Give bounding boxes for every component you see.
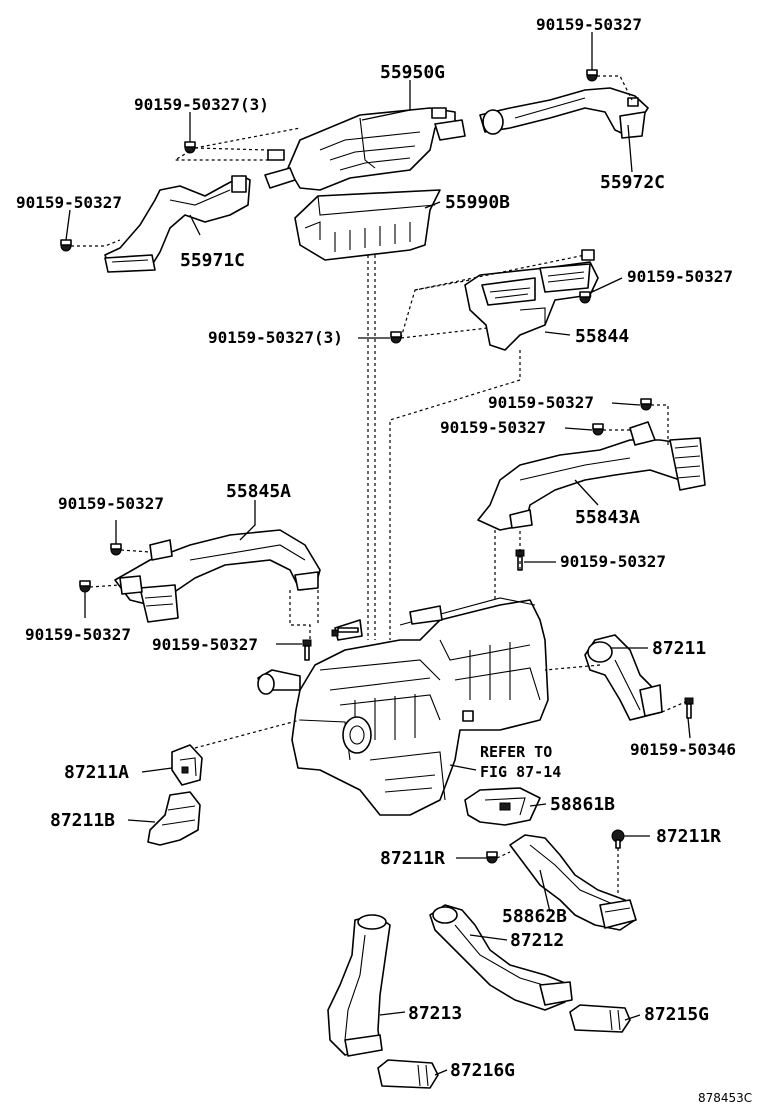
- label-90159-50327-l2: 90159-50327: [58, 494, 164, 513]
- label-87211B: 87211B: [50, 810, 115, 831]
- part-87213[interactable]: [327, 914, 391, 1057]
- part-55972C[interactable]: [479, 87, 649, 139]
- label-55971C: 55971C: [180, 250, 245, 271]
- leader-lines: [65, 32, 691, 1076]
- bolt-icon: [611, 829, 625, 849]
- label-58862B: 58862B: [502, 906, 567, 927]
- label-55844: 55844: [575, 326, 629, 347]
- label-90159-50327-3-mid: 90159-50327(3): [208, 328, 343, 347]
- bolt-icon: [110, 543, 122, 556]
- label-87211R-right: 87211R: [656, 826, 721, 847]
- label-55990B: 55990B: [445, 192, 510, 213]
- label-90159-50346: 90159-50346: [630, 740, 736, 759]
- label-87215G: 87215G: [644, 1004, 709, 1025]
- part-87211A[interactable]: [171, 744, 203, 786]
- label-55950G: 55950G: [380, 62, 445, 83]
- bolt-icon: [486, 851, 498, 864]
- part-55971C[interactable]: [104, 175, 251, 273]
- part-58861B[interactable]: [464, 787, 541, 826]
- label-55845A: 55845A: [226, 481, 291, 502]
- label-87213: 87213: [408, 1003, 462, 1024]
- label-87211: 87211: [652, 638, 706, 659]
- bolt-icon: [579, 291, 591, 304]
- label-87212: 87212: [510, 930, 564, 951]
- refer-line-1: REFER TO: [480, 743, 552, 761]
- label-90159-50327-top: 90159-50327: [536, 15, 642, 34]
- hvac-unit-assembly[interactable]: [257, 597, 549, 816]
- part-87212[interactable]: [429, 904, 573, 1011]
- part-58862B[interactable]: [509, 834, 637, 931]
- label-87211A: 87211A: [64, 762, 129, 783]
- part-87211[interactable]: [584, 634, 663, 721]
- label-90159-50327-r3: 90159-50327: [440, 418, 546, 437]
- screw-icon: [684, 697, 694, 719]
- label-90159-50327-r4: 90159-50327: [560, 552, 666, 571]
- label-55972C: 55972C: [600, 172, 665, 193]
- screw-icon: [331, 627, 359, 637]
- part-55950G[interactable]: [264, 107, 466, 191]
- label-90159-50327-r2: 90159-50327: [488, 393, 594, 412]
- label-90159-50327-3-top: 90159-50327(3): [134, 95, 269, 114]
- label-87216G: 87216G: [450, 1060, 515, 1081]
- bolt-icon: [79, 580, 91, 593]
- label-90159-50327-r1: 90159-50327: [627, 267, 733, 286]
- part-87211B[interactable]: [147, 791, 201, 846]
- part-55845A[interactable]: [114, 529, 321, 623]
- bolt-icon: [390, 331, 402, 344]
- bolt-icon: [586, 69, 598, 82]
- part-55990B[interactable]: [294, 189, 441, 261]
- label-90159-50327-center: 90159-50327: [152, 635, 258, 654]
- bolt-icon: [640, 398, 652, 411]
- part-87215G[interactable]: [569, 1004, 631, 1033]
- label-87211R-left: 87211R: [380, 848, 445, 869]
- label-58861B: 58861B: [550, 794, 615, 815]
- part-55843A[interactable]: [477, 421, 706, 531]
- assembly-dash-lines: [71, 75, 691, 895]
- label-55843A: 55843A: [575, 507, 640, 528]
- part-55844[interactable]: [464, 249, 599, 351]
- part-87216G[interactable]: [377, 1059, 439, 1089]
- refer-line-2: FIG 87-14: [480, 763, 561, 781]
- screw-icon: [302, 639, 312, 661]
- bolt-icon: [592, 423, 604, 436]
- bolt-icon: [60, 239, 72, 252]
- figure-id: 878453C: [698, 1091, 752, 1105]
- label-90159-50327-l3: 90159-50327: [25, 625, 131, 644]
- label-90159-50327-left: 90159-50327: [16, 193, 122, 212]
